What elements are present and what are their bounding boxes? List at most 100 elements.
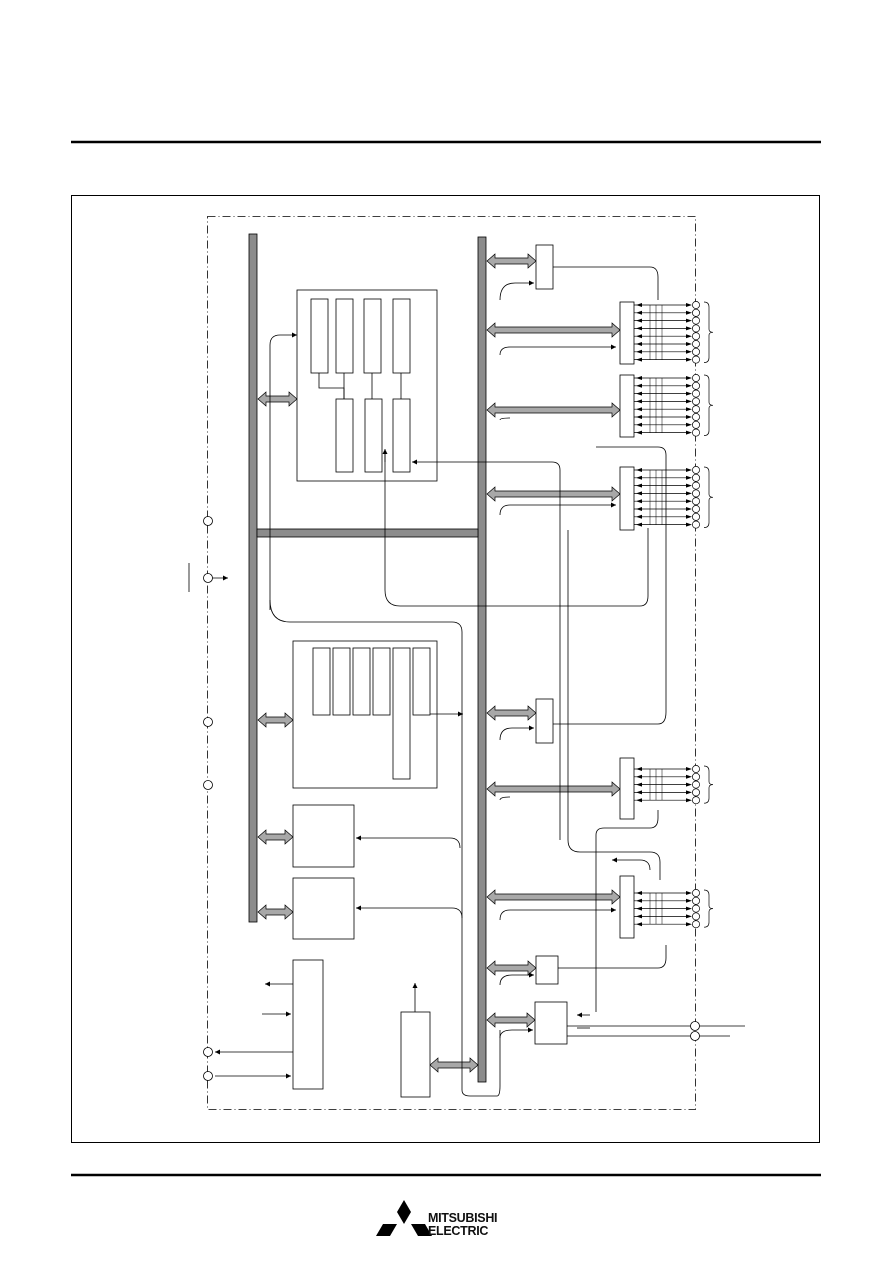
cpu-register-2	[335, 298, 354, 374]
port-arrow	[636, 798, 642, 803]
cpu-register-7	[392, 398, 411, 473]
cpu-register-5	[335, 398, 354, 473]
port-fan-1	[634, 301, 714, 364]
internal-buses	[248, 233, 487, 1083]
port-pin	[692, 381, 700, 390]
peripheral-box-1	[535, 244, 554, 290]
port-pin	[692, 340, 700, 348]
port-pin	[692, 912, 700, 921]
timer-register-5	[392, 647, 411, 780]
right-vertical-bus	[477, 236, 487, 1083]
port-arrow	[636, 922, 642, 927]
port-pin	[692, 481, 700, 490]
port-arrow	[686, 399, 692, 404]
timer-register-1	[312, 647, 331, 716]
bus-arrow-periph-3	[486, 960, 537, 976]
port-arrow	[686, 318, 692, 323]
port-pin	[692, 788, 700, 797]
port-latch-5	[619, 875, 635, 939]
port-pin	[692, 324, 700, 333]
port-arrow	[686, 514, 692, 519]
port-pin	[692, 497, 700, 506]
cpu-register-3	[363, 298, 382, 374]
brand-name-line1: MITSUBISHI	[428, 1211, 498, 1225]
port-arrow	[686, 310, 692, 315]
port-brace	[703, 374, 714, 436]
timer-register-4	[372, 647, 391, 716]
port-pin	[692, 796, 700, 805]
port-arrow	[636, 326, 642, 331]
port-arrow	[686, 326, 692, 331]
port-arrow	[636, 767, 642, 771]
port-arrow	[686, 430, 692, 435]
port-pin	[692, 374, 700, 382]
port-pin	[692, 896, 700, 905]
ram-block	[292, 877, 355, 940]
port-arrow	[636, 906, 642, 911]
port-brace	[703, 301, 714, 363]
port-brace	[703, 889, 714, 928]
bus-arrow-watchdog	[429, 1057, 479, 1073]
port-arrow	[686, 357, 692, 362]
port-arrow	[636, 507, 642, 511]
port-arrow	[636, 303, 642, 307]
port-arrow	[636, 499, 642, 504]
port-arrow	[686, 891, 692, 895]
port-arrow	[686, 383, 692, 388]
port-arrow	[686, 914, 692, 919]
boundary-pins	[203, 516, 700, 1081]
port-arrow	[636, 349, 642, 354]
port-pin	[692, 772, 700, 781]
bus-arrow-port-4	[486, 781, 621, 797]
port-pin	[692, 397, 700, 406]
port-pin	[692, 332, 700, 341]
cpu-register-6	[364, 398, 383, 473]
port-arrow	[636, 422, 642, 427]
clock-generator-block	[292, 959, 324, 1090]
cpu-register-4	[392, 298, 411, 374]
port-pin	[692, 389, 700, 398]
port-arrow	[686, 782, 692, 787]
peripheral-box-2	[535, 698, 554, 744]
port-arrow	[686, 475, 692, 480]
port-arrow	[636, 483, 642, 488]
port-fan-3	[634, 466, 714, 529]
pin-left-4	[203, 780, 213, 790]
port-arrow	[686, 483, 692, 488]
port-pin	[692, 405, 700, 414]
pin-right-input-2	[690, 1031, 700, 1041]
port-arrow	[636, 399, 642, 404]
port-pin	[692, 413, 700, 421]
port-arrow	[686, 906, 692, 911]
port-arrow	[636, 891, 642, 895]
port-arrow	[636, 914, 642, 919]
port-arrow	[686, 922, 692, 927]
port-arrow	[636, 376, 642, 380]
brand-name-line2: ELECTRIC	[428, 1224, 489, 1238]
port-pin	[692, 920, 700, 929]
port-pin	[692, 505, 700, 513]
port-pin	[692, 420, 700, 429]
port-arrow	[686, 499, 692, 504]
three-diamonds-icon	[376, 1200, 432, 1236]
port-arrow	[636, 383, 642, 388]
port-pin	[692, 489, 700, 498]
bus-arrow-timer	[257, 712, 294, 728]
port-pin	[692, 780, 700, 789]
port-pin	[692, 889, 700, 897]
pin-left-3	[203, 717, 213, 727]
peripheral-box-4	[534, 1001, 568, 1045]
port-arrow	[686, 898, 692, 903]
port-pin	[692, 316, 700, 325]
port-pin	[692, 904, 700, 913]
port-arrow	[686, 522, 692, 527]
port-arrow	[636, 475, 642, 480]
signal-wires	[188, 266, 745, 1097]
timer-register-6	[412, 647, 431, 716]
bus-arrow-periph-1	[486, 253, 537, 269]
bus-arrow-port-5	[486, 889, 621, 905]
bus-arrow-port-2	[486, 402, 621, 418]
port-arrow	[686, 507, 692, 511]
horizontal-bus	[256, 528, 479, 538]
